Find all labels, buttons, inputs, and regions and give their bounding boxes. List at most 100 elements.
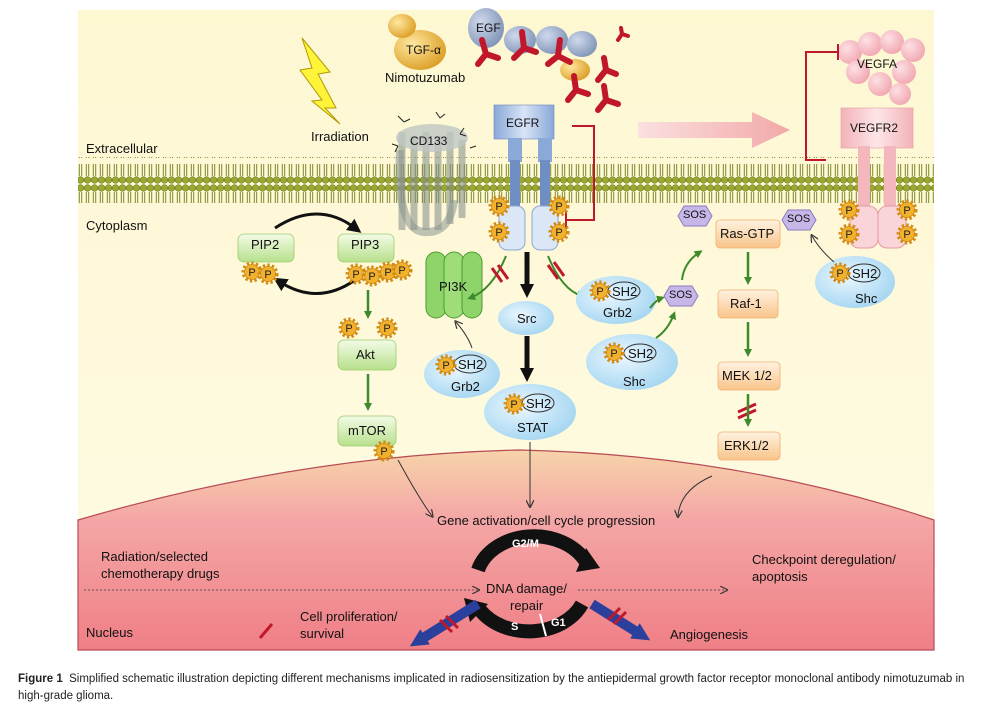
mek-label: MEK 1/2 (722, 368, 772, 383)
caption-label: Figure 1 (18, 673, 63, 685)
grb2-label-left: Grb2 (451, 379, 480, 394)
dna-damage-label-line1: DNA damage/ (486, 581, 567, 596)
dna-damage-label-line2: repair (510, 598, 544, 613)
phosphate-label: P (610, 348, 617, 360)
phosphate-icon: P (391, 259, 413, 281)
raf1-label: Raf-1 (730, 296, 762, 311)
phosphate-icon: P (435, 354, 457, 376)
nimotuzumab-antibody-icons (475, 26, 630, 113)
angiogenesis-label: Angiogenesis (670, 627, 749, 642)
checkpoint-label-line2: apoptosis (752, 569, 808, 584)
phosphate-icon: P (829, 262, 851, 284)
vegf-inhibition-line (805, 51, 838, 161)
cell-cycle-ring (464, 529, 600, 639)
phosphate-label: P (384, 267, 391, 279)
vegf-upregulation-arrow (638, 112, 790, 148)
nucleus-region (77, 449, 935, 651)
stat-label: STAT (517, 420, 549, 435)
arrow-mtor-nucleus (397, 459, 432, 516)
phosphate-label: P (248, 267, 255, 279)
phosphate-icon: P (503, 393, 525, 415)
phosphate-label: P (383, 323, 390, 335)
phosphate-icon: P (589, 280, 611, 302)
phosphate-label: P (398, 265, 405, 277)
pi3k-complex (425, 251, 483, 319)
raf1-box (717, 289, 779, 319)
phosphate-icon: P (548, 195, 570, 217)
phosphate-label: P (903, 205, 910, 217)
sos-hexagons (663, 205, 817, 307)
pip3-box (337, 233, 395, 263)
phosphate-label: P (510, 399, 517, 411)
shc-label-left: Shc (623, 374, 646, 389)
src-label: Src (517, 311, 537, 326)
figure-caption: Figure 1 Simplified schematic illustrati… (18, 671, 993, 705)
phosphate-label: P (442, 360, 449, 372)
erk-label: ERK1/2 (724, 438, 769, 453)
g2m-label: G2/M (512, 538, 539, 550)
vegfa-cluster (838, 30, 925, 105)
s-phase-label: S (511, 621, 519, 633)
phosphate-icon: P (896, 223, 918, 245)
arrow-sos-ras (681, 250, 703, 281)
shc-label-right: Shc (855, 291, 878, 306)
phosphate-label: P (555, 227, 562, 239)
cd133-label: CD133 (410, 134, 448, 148)
caption-text: Simplified schematic illustration depict… (18, 673, 965, 702)
phosphate-label: P (836, 268, 843, 280)
proliferation-arrow (409, 599, 481, 647)
cell-membrane (78, 157, 934, 203)
akt-label: Akt (356, 347, 375, 362)
egfr-receptor (493, 104, 559, 251)
phosphate-label: P (264, 269, 271, 281)
sh2-label-shc-left: SH2 (628, 346, 654, 361)
phosphate-icon: P (373, 440, 395, 462)
inhibition-line (566, 125, 595, 221)
phosphate-icon: P (838, 199, 860, 221)
phosphate-icon: P (488, 221, 510, 243)
phosphate-icon: P (345, 263, 367, 285)
src-oval (498, 301, 554, 335)
sos-label-middle: SOS (669, 289, 693, 301)
grb2-label-right: Grb2 (603, 305, 632, 320)
nimotuzumab-label: Nimotuzumab (385, 70, 466, 85)
cytoplasm-label: Cytoplasm (86, 218, 148, 233)
pip-cycle-arrow-bottom (273, 277, 356, 295)
gene-activation-label: Gene activation/cell cycle progression (437, 513, 656, 528)
nucleus-label: Nucleus (86, 625, 133, 640)
irradiation-label: Irradiation (311, 129, 369, 144)
mek-box (717, 361, 781, 391)
checkpoint-label-line1: Checkpoint deregulation/ (752, 552, 896, 567)
phosphate-icon: P (338, 317, 360, 339)
extracellular-label: Extracellular (86, 141, 158, 156)
egfr-label: EGFR (506, 116, 540, 130)
phosphate-icon: P (257, 263, 279, 285)
phosphate-label: P (596, 286, 603, 298)
pip2-box (237, 233, 295, 263)
sh2-label-stat: SH2 (526, 396, 552, 411)
tgf-alpha-ligand (388, 14, 446, 70)
phosphate-label: P (495, 201, 502, 213)
tgf-alpha-label: TGF-α (406, 43, 441, 57)
phosphate-label: P (352, 269, 359, 281)
pi3k-label: PI3K (439, 279, 468, 294)
erk-box (717, 431, 781, 461)
vegfa-label: VEGFA (857, 57, 898, 71)
ras-gtp-label: Ras-GTP (720, 226, 775, 241)
phosphate-icon: P (603, 342, 625, 364)
pip2-label: PIP2 (251, 237, 280, 252)
ras-gtp-box (715, 219, 781, 249)
phosphate-icon: P (376, 317, 398, 339)
arrow-shc-sos-right (812, 236, 835, 263)
arrow-egfr-pi3k (467, 255, 507, 301)
mtor-box (337, 415, 397, 447)
sh2-label-shc-right: SH2 (852, 266, 878, 281)
radiation-label-line2: chemotherapy drugs (101, 566, 220, 581)
phosphate-label: P (495, 227, 502, 239)
vegfr2-label: VEGFR2 (850, 121, 899, 135)
angiogenesis-arrow (589, 599, 651, 641)
phosphate-label: P (368, 271, 375, 283)
phosphate-label: P (345, 323, 352, 335)
g1-phase-label: G1 (551, 617, 566, 629)
